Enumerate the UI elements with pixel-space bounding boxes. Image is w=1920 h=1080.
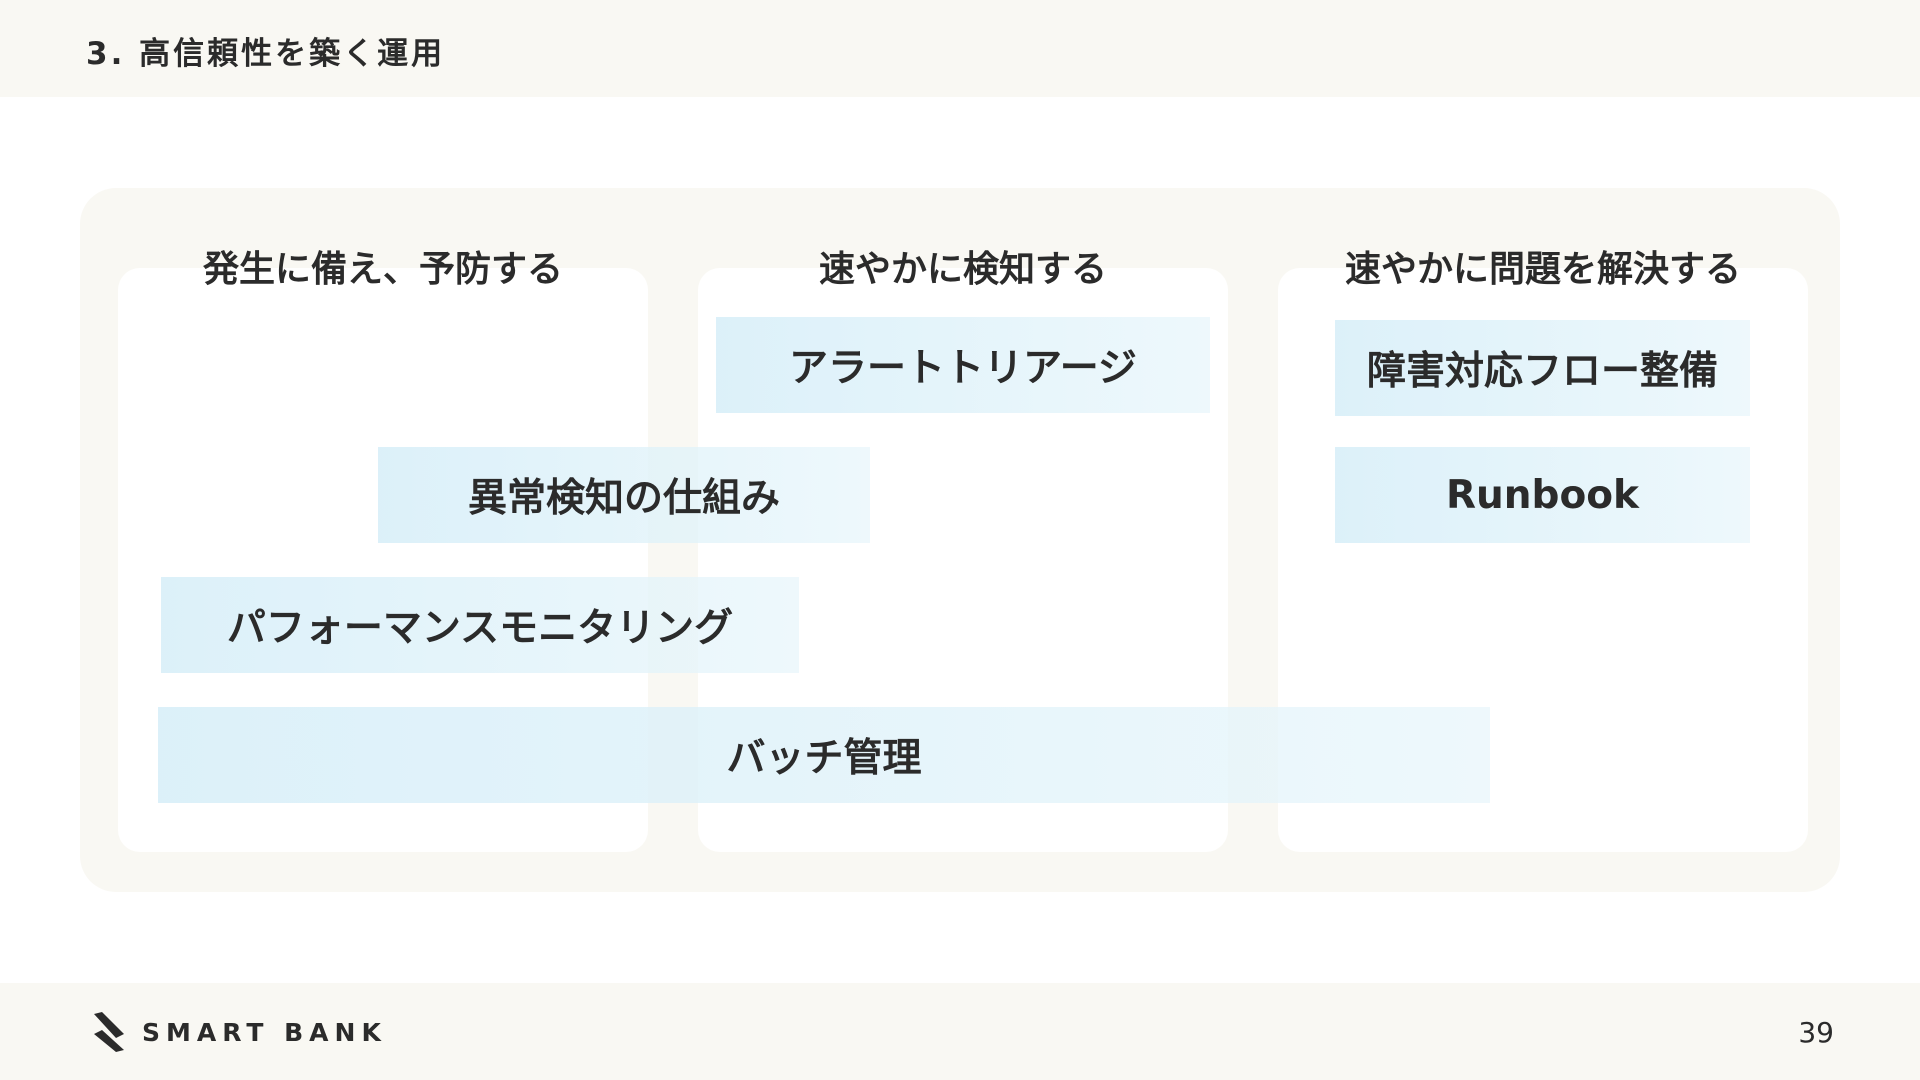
item-alert-triage: アラートトリアージ [716,317,1210,413]
column-title-resolve: 速やかに問題を解決する [1344,249,1741,290]
smartbank-logo-icon [94,1012,124,1052]
item-runbook: Runbook [1335,447,1750,543]
item-performance-monitoring: パフォーマンスモニタリング [161,577,799,673]
header-band: 3. 高信頼性を築く運用 [0,0,1920,97]
item-batch-management: バッチ管理 [158,707,1490,803]
logo-text: SMART BANK [142,1017,387,1047]
item-anomaly-detection: 異常検知の仕組み [378,447,870,543]
footer-band [0,983,1920,1080]
page-title: 3. 高信頼性を築く運用 [86,36,446,72]
item-incident-flow: 障害対応フロー整備 [1335,320,1750,416]
smartbank-logo: SMART BANK [90,1010,387,1054]
column-title-prevent: 発生に備え、予防する [202,249,563,290]
column-title-detect: 速やかに検知する [818,249,1107,290]
page-number: 39 [1798,1016,1834,1049]
